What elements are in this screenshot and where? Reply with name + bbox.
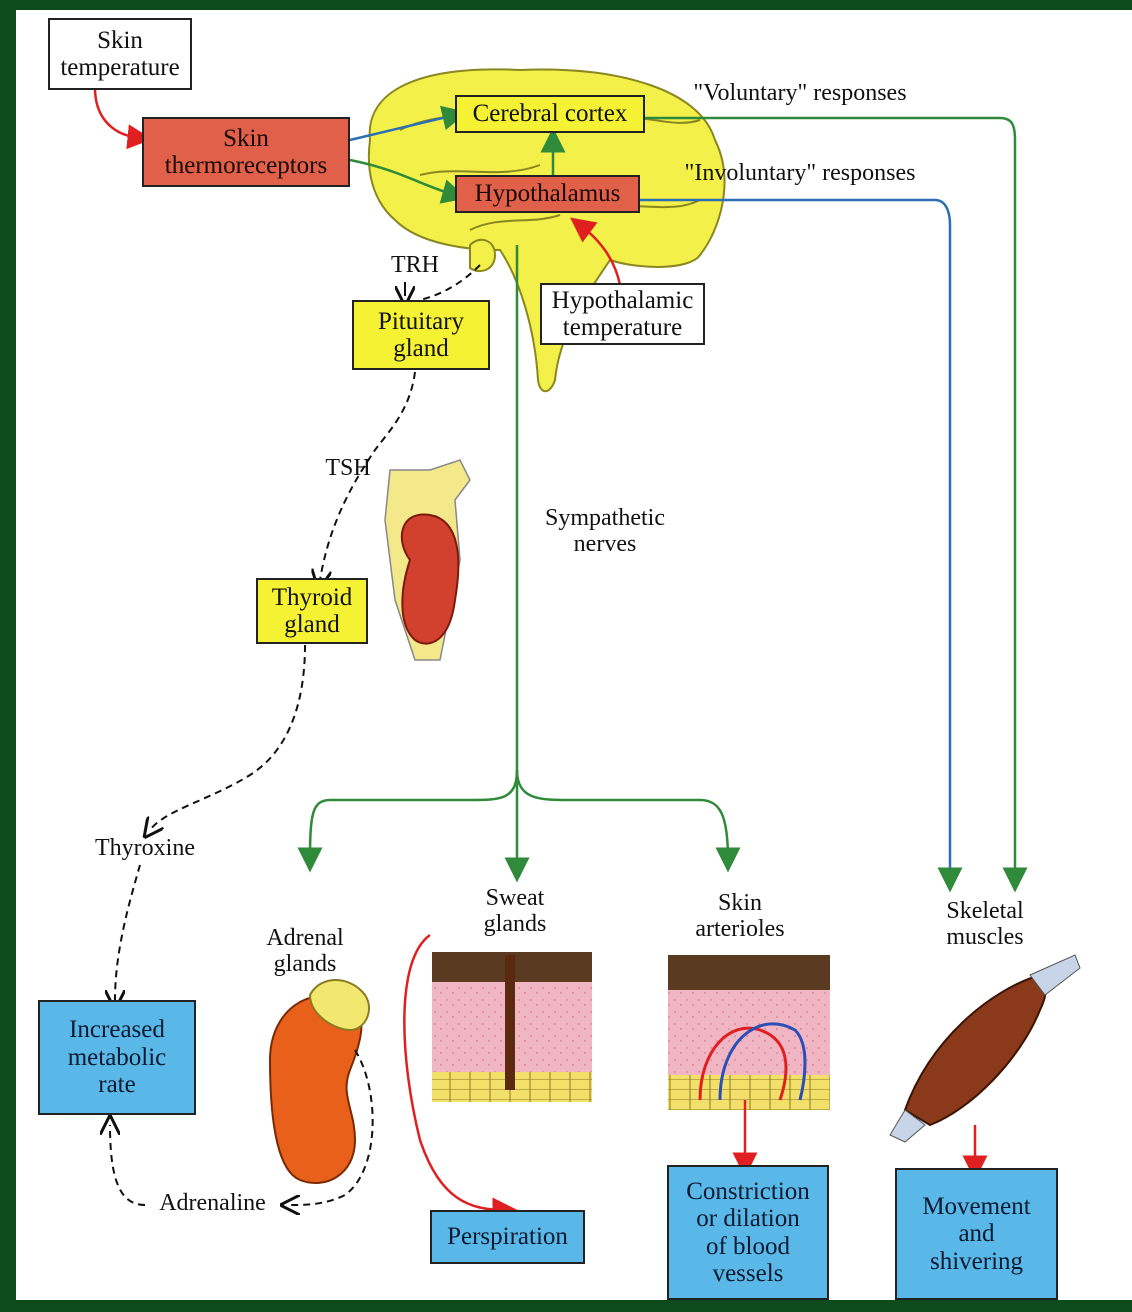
frame-top-border [0,0,1132,10]
pituitary-gland-box: Pituitary gland [352,300,490,370]
skin-thermoreceptors-box: Skin thermoreceptors [142,117,350,187]
skeletal-muscles-label: Skeletal muscles [920,898,1050,951]
constriction-dilation-box: Constriction or dilation of blood vessel… [667,1165,829,1300]
frame-bottom-border [0,1300,1132,1312]
trh-label: TRH [380,252,450,278]
perspiration-box: Perspiration [430,1210,585,1264]
adrenal-glands-label: Adrenal glands [245,925,365,978]
sweat-gland-illustration [432,952,592,1102]
increased-metabolic-rate-box: Increased metabolic rate [38,1000,196,1115]
muscle-illustration [890,955,1080,1142]
skin-arterioles-label: Skin arterioles [675,890,805,943]
hypothalamic-temperature-box: Hypothalamic temperature [540,283,705,345]
arterioles-illustration [668,955,830,1110]
frame-left-border [0,0,16,1312]
cerebral-cortex-box: Cerebral cortex [455,95,645,133]
thyroxine-label: Thyroxine [75,835,215,861]
adrenal-illustration [270,980,369,1183]
sympathetic-nerves-label: Sympathetic nerves [520,505,690,558]
skin-temperature-box: Skin temperature [48,18,192,90]
sweat-glands-label: Sweat glands [450,885,580,938]
adrenaline-label: Adrenaline [140,1190,285,1216]
hypothalamus-box: Hypothalamus [455,175,640,213]
voluntary-responses-label: "Voluntary" responses [650,80,950,106]
thyroid-illustration [385,460,470,660]
involuntary-responses-label: "Involuntary" responses [650,160,950,186]
tsh-label: TSH [318,455,378,481]
movement-shivering-box: Movement and shivering [895,1168,1058,1300]
thyroid-gland-box: Thyroid gland [256,578,368,644]
